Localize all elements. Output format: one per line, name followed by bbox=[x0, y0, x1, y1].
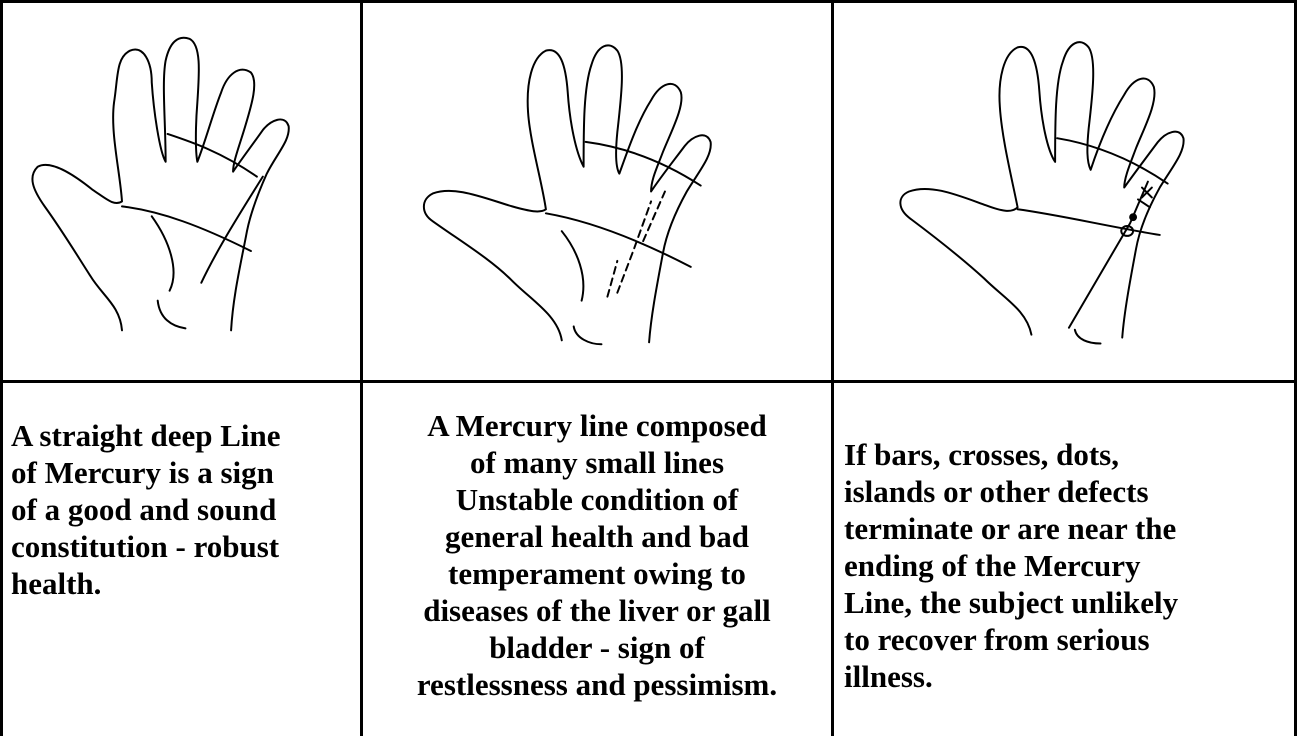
caption-straight-line: A straight deep Line of Mercury is a sig… bbox=[3, 383, 360, 602]
palm-diagram-icon bbox=[3, 3, 360, 380]
palm-diagram-icon bbox=[834, 3, 1294, 380]
palm-illustration-defect-marks bbox=[831, 0, 1297, 380]
caption-broken-line: A Mercury line composed of many small li… bbox=[363, 383, 831, 703]
caption-cell-3: If bars, crosses, dots, islands or other… bbox=[831, 380, 1297, 736]
caption-cell-1: A straight deep Line of Mercury is a sig… bbox=[0, 380, 360, 736]
caption-defect-marks: If bars, crosses, dots, islands or other… bbox=[834, 383, 1294, 695]
caption-cell-2: A Mercury line composed of many small li… bbox=[360, 380, 831, 736]
palm-illustration-straight-line bbox=[0, 0, 360, 380]
palm-illustration-broken-line bbox=[360, 0, 831, 380]
palm-diagram-icon bbox=[363, 3, 831, 380]
